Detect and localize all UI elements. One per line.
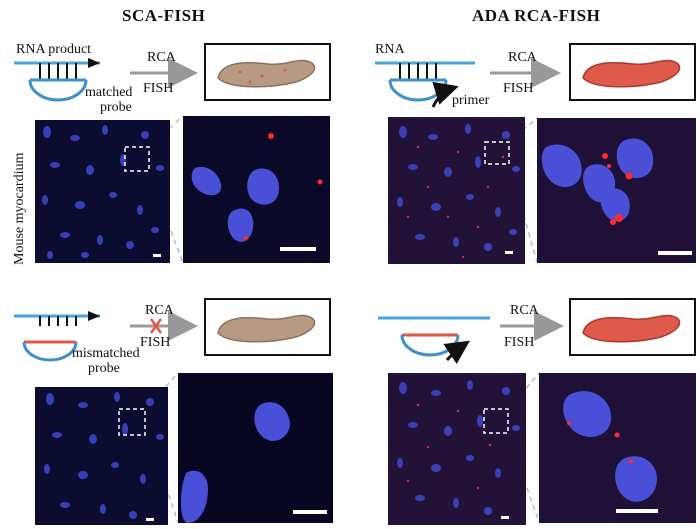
probe-ticks-right: [399, 63, 437, 80]
zoom-region-box: [118, 408, 146, 436]
blocked-x-icon: [149, 318, 163, 334]
micrograph-ada-zoom: [537, 118, 696, 263]
label-rca-tr: RCA: [508, 50, 537, 65]
label-rca-br: RCA: [510, 303, 539, 318]
cell-tan-icon: [217, 59, 316, 88]
scale-bar: [616, 509, 658, 513]
label-rca-tl: RCA: [147, 50, 176, 65]
micrograph-ada-overview: [388, 117, 525, 264]
signal-dot: [268, 133, 274, 139]
scale-bar: [501, 516, 509, 519]
label-fish-tl: FISH: [143, 81, 174, 96]
micrograph-ada-bottom-zoom: [539, 373, 696, 523]
scale-bar: [280, 247, 316, 251]
cell-red-icon-bottom: [582, 314, 681, 343]
title-ada-rca-fish: ADA RCA-FISH: [472, 6, 601, 25]
label-fish-tr: FISH: [503, 81, 534, 96]
title-sca-fish: SCA-FISH: [122, 6, 206, 25]
label-fish-br: FISH: [504, 335, 535, 350]
scale-bar: [153, 254, 161, 257]
label-probe: probe: [100, 100, 132, 115]
cell-tan-icon-bottom: [217, 314, 316, 343]
scale-bar: [293, 510, 327, 514]
micrograph-sca-overview: [35, 120, 170, 263]
bottom-left-schematic: [14, 298, 331, 362]
bottom-right-schematic: [378, 298, 696, 364]
signal-dot: [317, 179, 323, 185]
scale-bar: [505, 251, 513, 254]
cell-red-icon: [582, 59, 681, 88]
top-left-schematic: [14, 43, 331, 102]
top-right-schematic: [375, 43, 696, 108]
signal-dot: [244, 236, 248, 240]
zoom-region-box: [483, 408, 509, 434]
scale-bar: [146, 518, 154, 521]
micrograph-sca-zoom: [183, 116, 330, 263]
label-matched: matched: [85, 85, 133, 100]
label-mismatched: mismatched: [72, 346, 140, 361]
nuclei-field: [42, 125, 164, 259]
primer-arrow-icon-bottom: [443, 340, 470, 364]
label-rca-bl: RCA: [145, 303, 174, 318]
zoom-region-box: [484, 141, 510, 165]
rna-arrowhead: [88, 58, 100, 68]
probe-ticks: [39, 63, 77, 80]
label-probe-bottom: probe: [88, 361, 120, 376]
micrograph-mismatched-overview: [35, 387, 168, 525]
matched-probe-loop: [28, 79, 88, 102]
micrograph-mismatched-zoom: [178, 373, 333, 523]
zoom-region-box: [124, 146, 150, 172]
label-fish-bl: FISH: [140, 335, 171, 350]
primer-arrow-icon: [431, 81, 459, 108]
micrograph-ada-bottom-overview: [388, 373, 526, 525]
label-rna-product: RNA product: [16, 42, 92, 57]
scale-bar: [658, 251, 692, 255]
label-primer: primer: [452, 93, 490, 108]
signal-dots: [602, 153, 633, 225]
signal-dots: [567, 421, 633, 463]
label-rna: RNA: [375, 42, 405, 57]
